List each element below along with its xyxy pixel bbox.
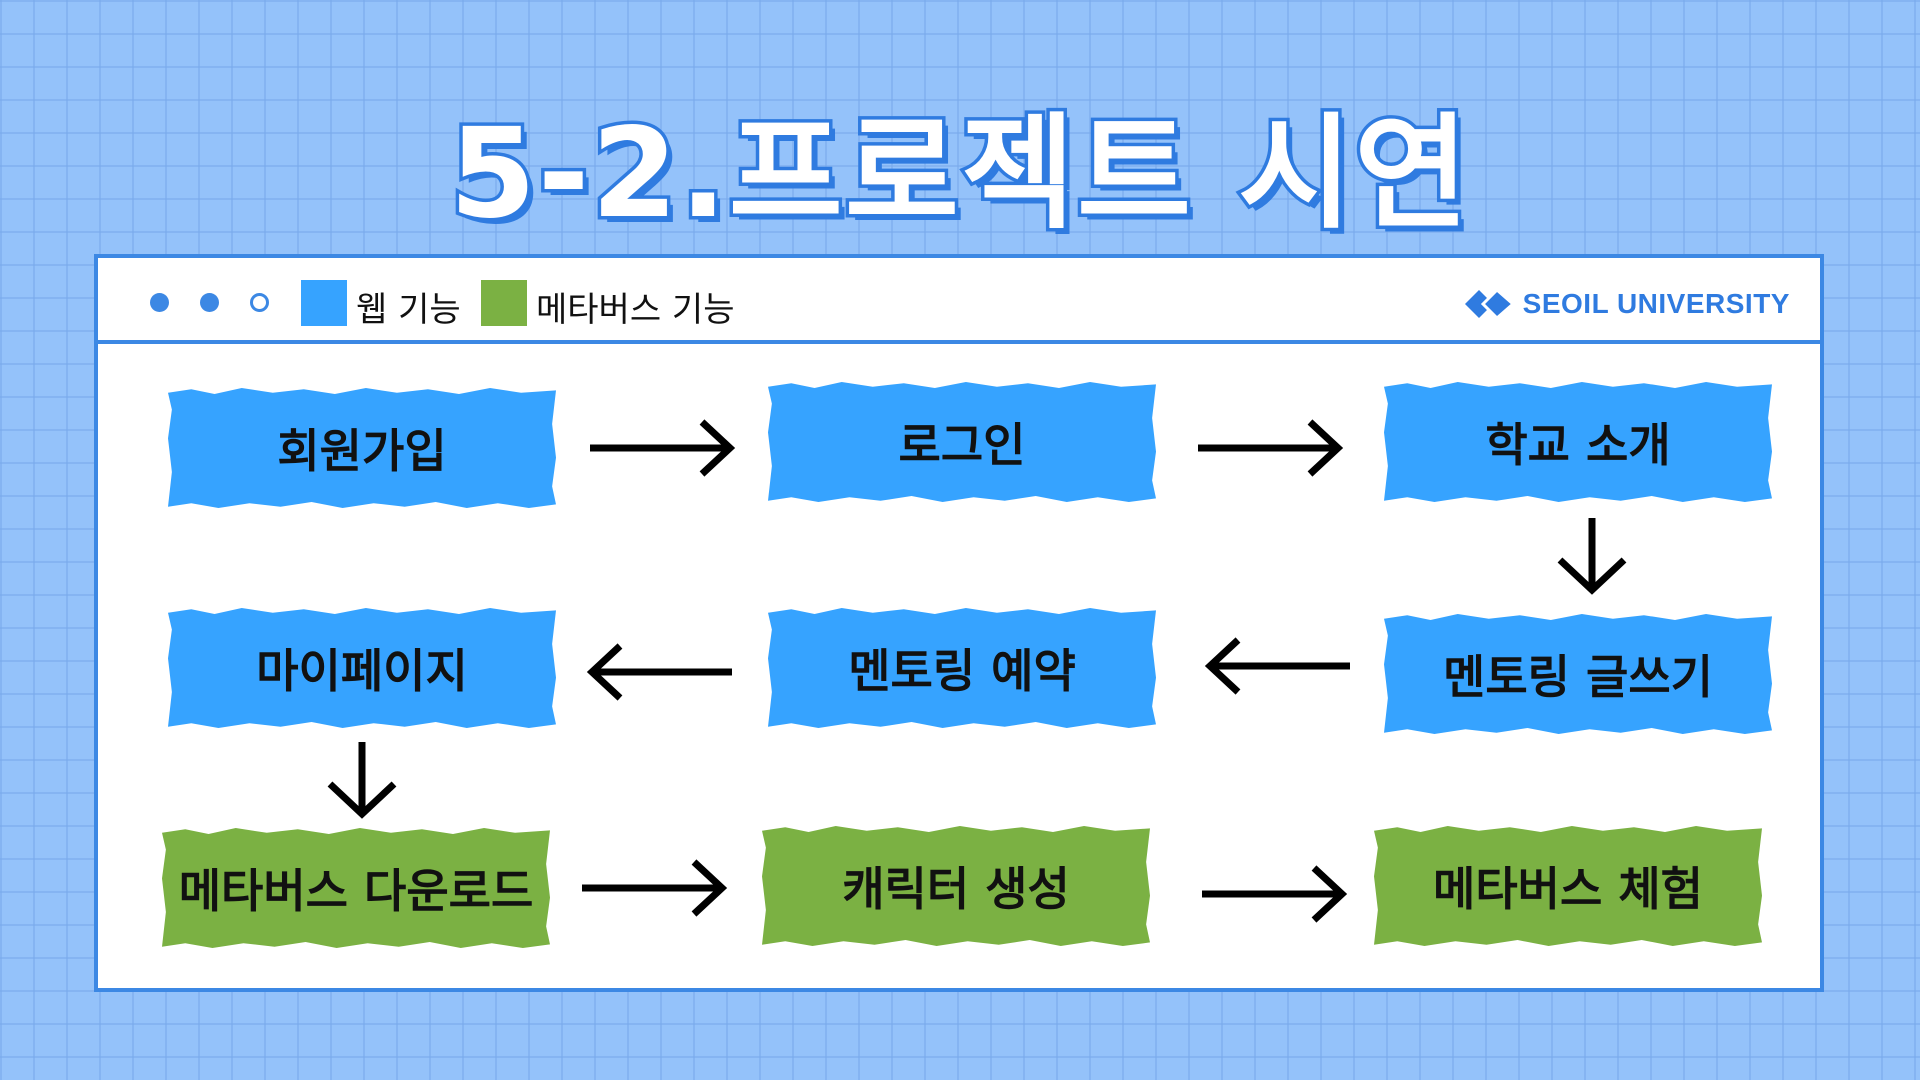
legend-web-label: 웹 기능 [356, 290, 461, 330]
arrow-left-1 [1204, 637, 1350, 695]
flow-step-character-creation: 캐릭터 생성 [762, 826, 1150, 946]
flow-step-signup: 회원가입 [168, 388, 556, 508]
arrow-right-4 [1202, 865, 1348, 923]
flow-step-metaverse-download: 메타버스 다운로드 [162, 828, 550, 948]
arrow-right-2 [1198, 419, 1344, 477]
window-frame: 웹 기능 메타버스 기능 SEOIL UNIVERSITY 회원가입 로그인 학… [94, 254, 1824, 992]
flow-step-school-intro: 학교 소개 [1384, 382, 1772, 502]
brand-name: SEOIL UNIVERSITY [1522, 288, 1790, 319]
flow-step-mypage: 마이페이지 [168, 608, 556, 728]
arrow-down-1 [1557, 518, 1627, 595]
arrow-left-2 [586, 643, 732, 701]
arrow-right-1 [590, 419, 736, 477]
brand: SEOIL UNIVERSITY [1463, 284, 1790, 324]
arrow-right-3 [582, 859, 728, 917]
flow-step-login: 로그인 [768, 382, 1156, 502]
flow-step-metaverse-experience: 메타버스 체험 [1374, 826, 1762, 946]
flow-step-mentoring-post: 멘토링 글쓰기 [1384, 614, 1772, 734]
window-dot-2 [200, 293, 219, 312]
seoil-logo-icon [1464, 287, 1515, 321]
window-dot-3 [250, 293, 269, 312]
window-bar: 웹 기능 메타버스 기능 SEOIL UNIVERSITY [98, 258, 1820, 344]
window-dot-1 [150, 293, 169, 312]
legend-metaverse-swatch [481, 280, 527, 326]
flow-step-mentoring-reservation: 멘토링 예약 [768, 608, 1156, 728]
legend-metaverse-label: 메타버스 기능 [536, 290, 735, 330]
arrow-down-2 [327, 742, 397, 819]
legend-web-swatch [301, 280, 347, 326]
page-title: 5-2.프로젝트 시연 [446, 99, 1472, 250]
